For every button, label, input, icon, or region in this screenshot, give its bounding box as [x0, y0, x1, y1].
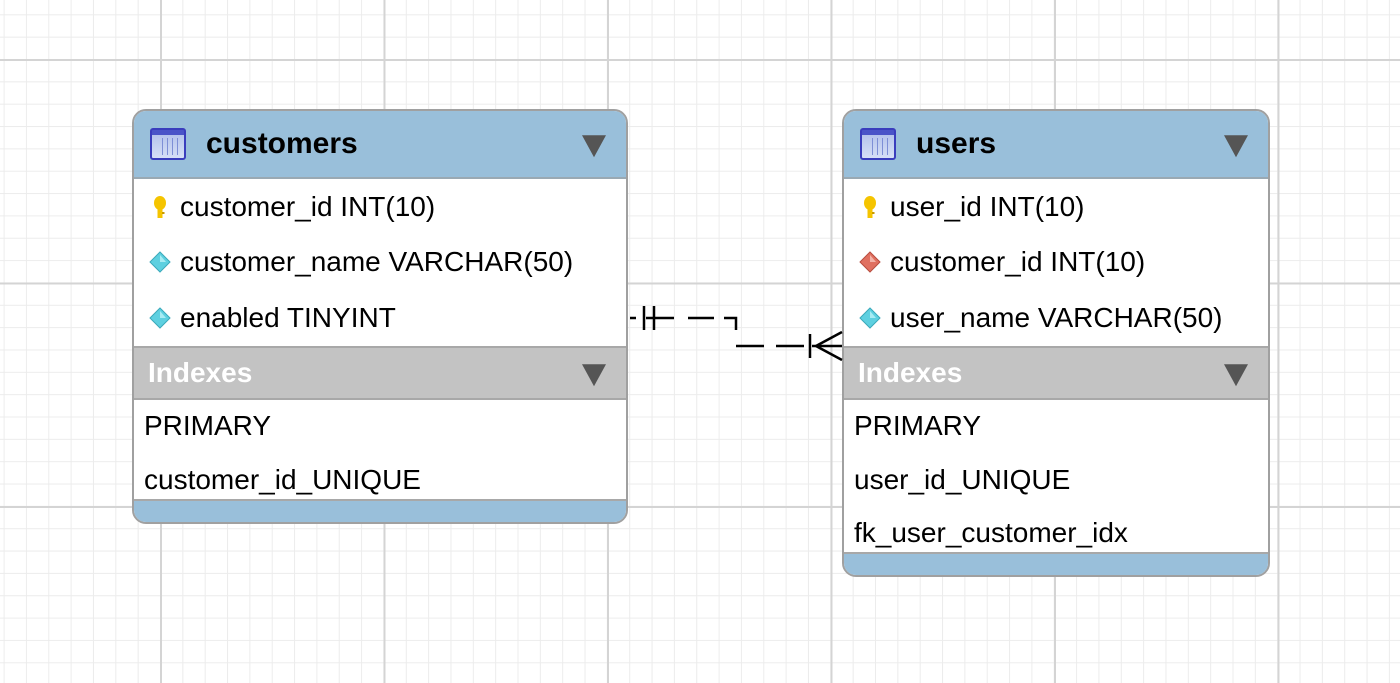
index-row[interactable]: PRIMARY — [854, 410, 982, 442]
column-row[interactable]: user_id INT(10) — [844, 179, 1268, 235]
indexes-header[interactable]: Indexes — [134, 345, 626, 400]
index-row[interactable]: customer_id_UNIQUE — [144, 463, 421, 495]
one-mandatory-marker — [642, 306, 656, 330]
index-list: PRIMARY user_id_UNIQUE fk_user_customer_… — [844, 400, 1268, 561]
indexes-header[interactable]: Indexes — [844, 345, 1268, 400]
foreign-key-icon — [859, 251, 881, 273]
many-mandatory-marker — [808, 330, 843, 362]
entity-title: users — [916, 127, 997, 160]
column-list: customer_id INT(10) customer_name VARCHA… — [134, 179, 626, 346]
index-row[interactable]: PRIMARY — [144, 410, 272, 442]
column-label: enabled TINYINT — [180, 301, 396, 333]
column-label: customer_id INT(10) — [180, 190, 436, 222]
column-label: user_id INT(10) — [890, 190, 1085, 222]
collapse-arrow-icon[interactable] — [582, 135, 606, 158]
indexes-label: Indexes — [858, 356, 963, 388]
index-list: PRIMARY customer_id_UNIQUE — [134, 400, 626, 507]
collapse-arrow-icon[interactable] — [1224, 135, 1248, 158]
index-row[interactable]: user_id_UNIQUE — [854, 463, 1071, 495]
entity-footer — [134, 499, 626, 522]
column-list: user_id INT(10) customer_id INT(10) user… — [844, 179, 1268, 346]
index-row[interactable]: fk_user_customer_idx — [854, 517, 1128, 549]
entity-customers[interactable]: customers customer_id INT(10) customer_n… — [132, 109, 628, 524]
column-row[interactable]: customer_id INT(10) — [134, 179, 626, 235]
column-row[interactable]: customer_id INT(10) — [844, 235, 1268, 291]
column-row[interactable]: enabled TINYINT — [134, 290, 626, 346]
column-row[interactable]: customer_name VARCHAR(50) — [134, 235, 626, 291]
table-icon — [150, 128, 186, 160]
entity-title: customers — [206, 127, 358, 160]
collapse-arrow-icon[interactable] — [1224, 363, 1248, 386]
table-icon — [860, 128, 896, 160]
indexes-label: Indexes — [148, 356, 253, 388]
primary-key-icon — [154, 195, 166, 218]
column-row[interactable]: user_name VARCHAR(50) — [844, 290, 1268, 346]
collapse-arrow-icon[interactable] — [582, 363, 606, 386]
column-label: user_name VARCHAR(50) — [890, 301, 1223, 333]
entity-header[interactable]: customers — [134, 111, 626, 179]
column-label: customer_name VARCHAR(50) — [180, 246, 574, 278]
column-icon — [149, 307, 171, 329]
entity-users[interactable]: users user_id INT(10) customer_id INT(10… — [842, 109, 1270, 577]
primary-key-icon — [864, 195, 876, 218]
entity-footer — [844, 552, 1268, 575]
column-icon — [149, 251, 171, 273]
column-icon — [859, 307, 881, 329]
entity-header[interactable]: users — [844, 111, 1268, 179]
column-label: customer_id INT(10) — [890, 246, 1146, 278]
